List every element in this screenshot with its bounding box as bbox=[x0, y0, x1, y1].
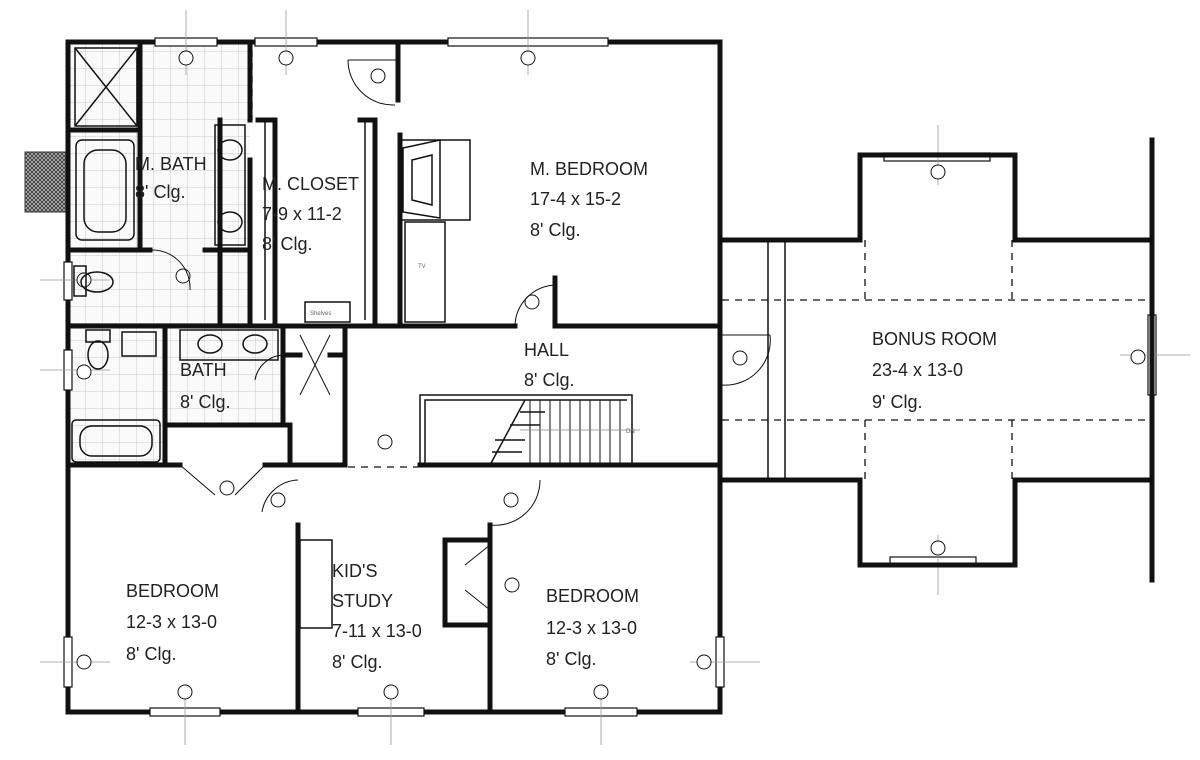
kids-study-size: 7-11 x 13-0 bbox=[332, 621, 422, 641]
m-closet-ceiling: 8' Clg. bbox=[262, 234, 312, 254]
hall-name: HALL bbox=[524, 340, 569, 360]
room-label-hall: HALL 8' Clg. bbox=[524, 340, 574, 390]
room-label-bedroom-right: BEDROOM 12-3 x 13-0 8' Clg. bbox=[546, 586, 639, 669]
bedroom-left-ceiling: 8' Clg. bbox=[126, 644, 176, 664]
hall-ceiling: 8' Clg. bbox=[524, 370, 574, 390]
interior-walls bbox=[65, 39, 723, 715]
bedroom-right-size: 12-3 x 13-0 bbox=[546, 618, 637, 638]
tv-label: TV bbox=[418, 264, 426, 270]
m-bedroom-size: 17-4 x 15-2 bbox=[530, 189, 621, 209]
closet-details bbox=[251, 50, 366, 323]
bonus-room-dormers bbox=[722, 240, 1150, 480]
kids-study-name-2: STUDY bbox=[332, 591, 393, 611]
room-label-bonus-room: BONUS ROOM 23-4 x 13-0 9' Clg. bbox=[872, 329, 997, 412]
bedroom-right-ceiling: 8' Clg. bbox=[546, 649, 596, 669]
room-label-m-closet: M. CLOSET 7-9 x 11-2 8' Clg. bbox=[262, 174, 359, 254]
bedroom-right-name: BEDROOM bbox=[546, 586, 639, 606]
bonus-room-name: BONUS ROOM bbox=[872, 329, 997, 349]
window-tags bbox=[76, 50, 1146, 700]
bath-fixtures bbox=[71, 47, 279, 463]
fireplace bbox=[399, 139, 471, 323]
m-closet-name: M. CLOSET bbox=[262, 174, 359, 194]
bath-name: BATH bbox=[180, 360, 227, 380]
bonus-room-ceiling: 9' Clg. bbox=[872, 392, 922, 412]
study-shelf bbox=[299, 539, 333, 629]
room-label-m-bath: M. BATH 8' Clg. bbox=[135, 154, 207, 202]
kids-study-name-1: KID'S bbox=[332, 561, 377, 581]
room-label-m-bedroom: M. BEDROOM 17-4 x 15-2 8' Clg. bbox=[530, 159, 648, 240]
bonus-room-walls bbox=[717, 137, 1155, 583]
shelves-label: Shelves bbox=[310, 311, 331, 317]
bedroom-left-name: BEDROOM bbox=[126, 581, 219, 601]
kids-study-ceiling: 8' Clg. bbox=[332, 652, 382, 672]
room-label-bath: BATH 8' Clg. bbox=[180, 360, 230, 412]
m-bath-ceiling: 8' Clg. bbox=[135, 182, 185, 202]
chimney bbox=[24, 151, 68, 213]
stairs bbox=[419, 394, 640, 466]
room-label-bedroom-left: BEDROOM 12-3 x 13-0 8' Clg. bbox=[126, 581, 219, 664]
bath-tile bbox=[68, 328, 163, 463]
room-label-kids-study: KID'S STUDY 7-11 x 13-0 8' Clg. bbox=[332, 561, 422, 672]
m-bath-name: M. BATH bbox=[135, 154, 207, 174]
m-bedroom-name: M. BEDROOM bbox=[530, 159, 648, 179]
stair-dn-label: DN bbox=[626, 429, 635, 435]
bedroom-left-size: 12-3 x 13-0 bbox=[126, 612, 217, 632]
door-swings bbox=[149, 59, 771, 611]
m-closet-size: 7-9 x 11-2 bbox=[262, 204, 342, 224]
m-bedroom-ceiling: 8' Clg. bbox=[530, 220, 580, 240]
bath-vanity-tile bbox=[163, 328, 283, 423]
bonus-room-size: 23-4 x 13-0 bbox=[872, 360, 963, 380]
bath-ceiling: 8' Clg. bbox=[180, 392, 230, 412]
